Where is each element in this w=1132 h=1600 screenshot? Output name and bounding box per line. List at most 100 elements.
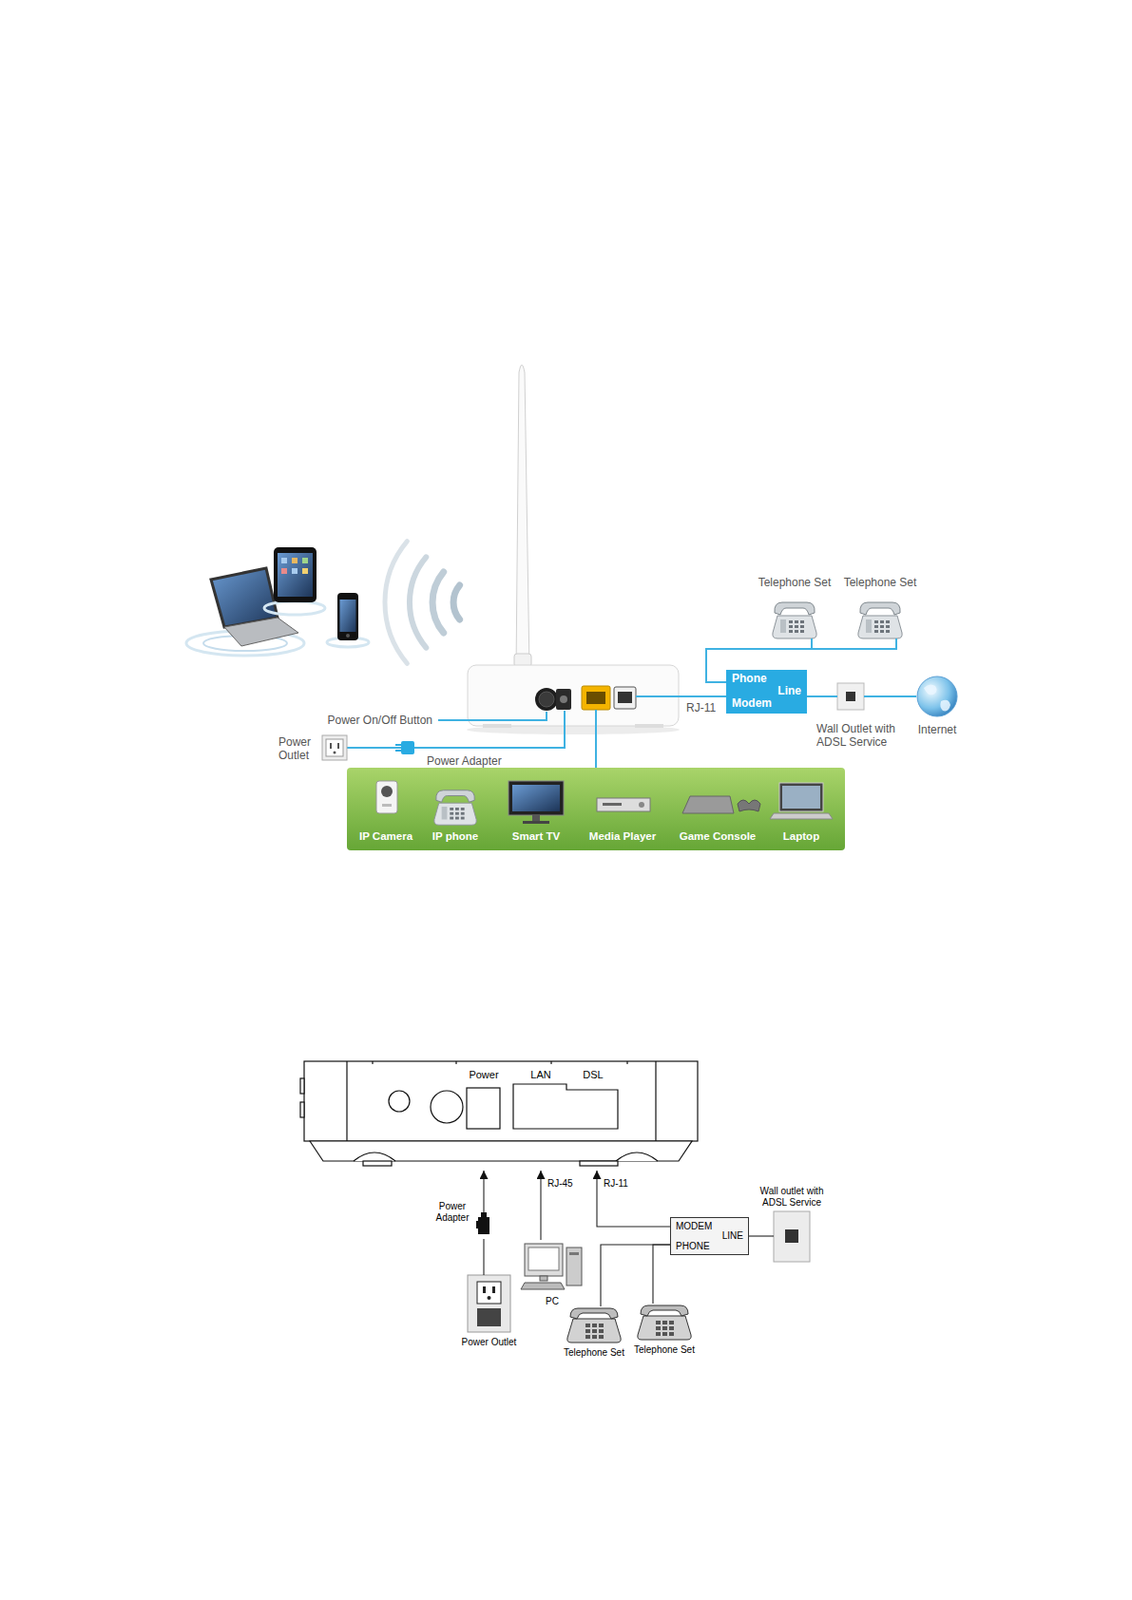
router-back-panel (363, 1161, 392, 1167)
node-label: Telephone Set (633, 1344, 695, 1357)
pc-icon (528, 1247, 559, 1271)
pc-icon (524, 1244, 563, 1277)
wall-outlet-icon (837, 683, 864, 710)
cable (346, 710, 565, 749)
device-band (508, 781, 564, 816)
router-back-panel (300, 1061, 698, 1167)
wireless-waves (409, 556, 426, 648)
power-outlet-icon (337, 743, 340, 749)
wireless-devices (273, 547, 317, 603)
power-plug (395, 745, 402, 751)
wireless-devices (337, 593, 359, 641)
device-band (682, 796, 734, 814)
device-band (596, 798, 651, 812)
router-illustration (535, 688, 558, 711)
globe-icon (917, 676, 958, 717)
router-back-panel (430, 1091, 463, 1124)
device-band (602, 803, 622, 806)
pc-icon (566, 1247, 582, 1286)
router-illustration (559, 695, 568, 704)
pc-icon (569, 1252, 579, 1256)
power-outlet-icon (467, 1275, 511, 1333)
router-back-panel (513, 1084, 618, 1130)
router-illustration (516, 364, 530, 670)
node-label: Smart TV (512, 830, 561, 844)
connector (482, 1239, 484, 1276)
device-band (346, 767, 845, 851)
connector (482, 1170, 484, 1213)
telephone-set: Telephone Set (566, 1306, 622, 1344)
power-outlet-icon (477, 1282, 501, 1305)
splitter-box: MODEMLINEPHONE (670, 1217, 749, 1256)
part-label: Power On/Off Button (326, 713, 433, 728)
connector-label: RJ-45 (546, 1178, 575, 1190)
node-label: Telephone Set (563, 1347, 625, 1360)
device-band (381, 786, 393, 798)
node-label: IP phone (432, 830, 479, 844)
device-band (779, 783, 824, 812)
wireless-devices (302, 568, 308, 575)
power-adapter: Power Adapter (476, 1212, 492, 1240)
router-illustration (556, 689, 572, 710)
connector (539, 1170, 541, 1241)
connector (863, 695, 917, 698)
telephone-set: Telephone Set (636, 1304, 692, 1341)
power-outlet-icon (326, 739, 344, 757)
router-illustration (634, 724, 664, 729)
wireless-devices (291, 568, 298, 575)
wireless-waves (453, 585, 461, 620)
router-back-panel (300, 1078, 305, 1094)
connector (596, 1170, 671, 1228)
router-panel: PowerLANDSL (304, 1061, 698, 1171)
router-illustration (617, 691, 633, 704)
device-band (512, 785, 560, 812)
power-outlet-icon (487, 1296, 492, 1301)
pc: PC (520, 1240, 584, 1292)
wall-outlet-icon (845, 691, 856, 702)
connector (806, 695, 838, 698)
router-illustration (466, 364, 680, 735)
device-band (434, 790, 477, 826)
device-band (638, 802, 645, 808)
splitter-box: PhoneLineModem (726, 670, 807, 714)
node-label: Laptop (783, 830, 820, 844)
power-outlet-icon (467, 1275, 511, 1333)
wireless-waves (432, 572, 444, 634)
telephone-icon (858, 602, 902, 639)
wall-outlet-icon (837, 683, 864, 710)
power-outlet-icon (329, 743, 332, 749)
device-band (376, 781, 398, 814)
node-label: LINE (722, 1230, 744, 1243)
router-back-panel (466, 1088, 500, 1130)
node-label: IP Camera (359, 830, 413, 844)
router-illustration (482, 724, 512, 729)
pc-icon (539, 1276, 548, 1282)
wireless-devices (340, 599, 357, 633)
router-back-panel (388, 1091, 410, 1113)
power-outlet-icon (492, 1286, 496, 1294)
node-label: Media Player (589, 830, 656, 844)
node-label: Game Console (679, 830, 757, 844)
power-outlet-icon (477, 1308, 501, 1327)
device-band (782, 786, 821, 809)
node-label: Telephone Set (758, 576, 832, 591)
globe-icon (940, 700, 951, 712)
wireless-devices (281, 557, 288, 564)
router-back-panel (300, 1102, 305, 1118)
device-band (382, 804, 392, 807)
device-band (532, 815, 540, 822)
node-label: Power Adapter (433, 1201, 472, 1224)
node-label: PC (545, 1296, 559, 1308)
power-outlet-icon (482, 1286, 486, 1294)
pc-icon (520, 1283, 565, 1290)
device-band (769, 813, 833, 820)
power-plug (395, 741, 415, 755)
device-band: IP Camera IP phone Smart TV Media Player Gam… (346, 767, 845, 851)
node-label: Wall Outlet with ADSL Service (816, 723, 912, 750)
cable (594, 709, 597, 768)
